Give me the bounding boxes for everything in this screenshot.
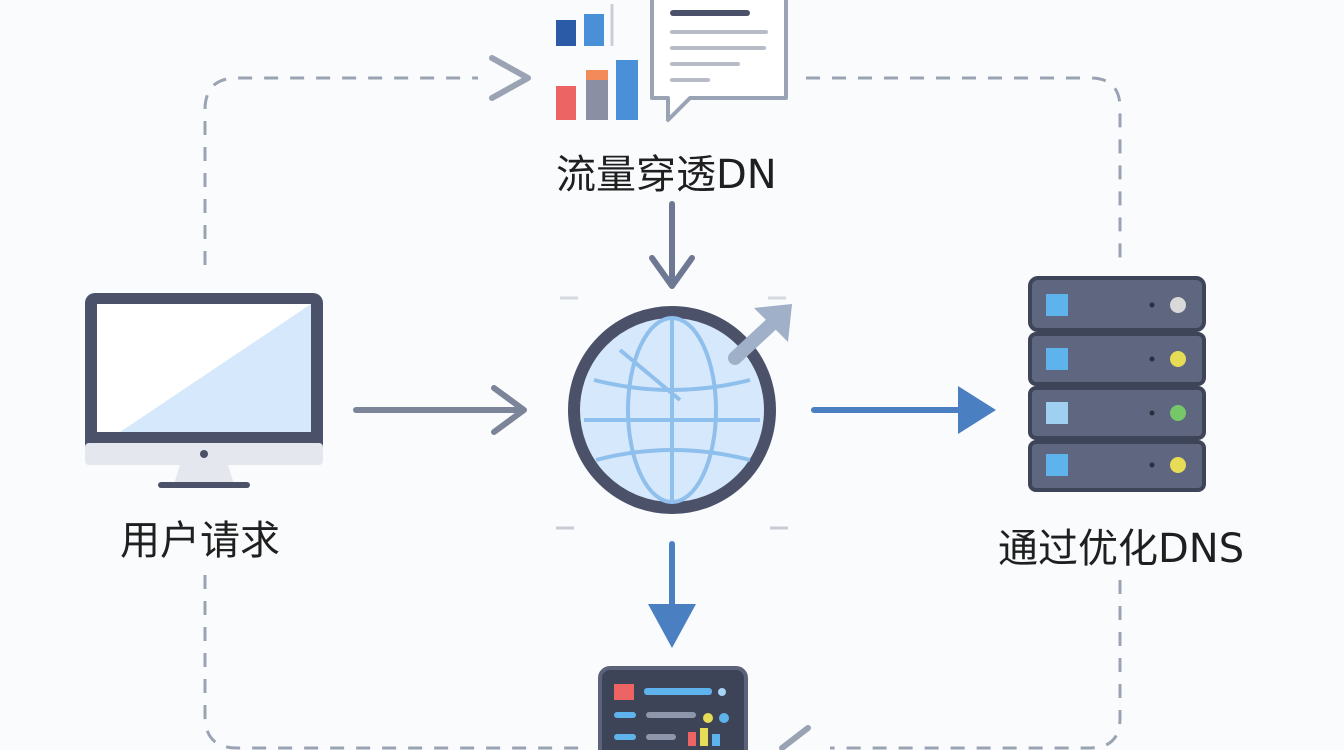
arrow-globe-to-dns-head xyxy=(958,386,996,434)
report-chart-icon xyxy=(556,0,788,122)
dashed-arrowhead-bottom xyxy=(779,725,811,750)
monitor-icon xyxy=(85,293,323,488)
arrow-top-to-globe xyxy=(649,201,695,289)
dashboard-icon xyxy=(598,666,748,750)
dashed-loop xyxy=(203,76,1122,750)
node-label-user-request: 用户请求 xyxy=(120,518,280,564)
arrow-globe-to-dashboard-head xyxy=(648,604,696,648)
arrow-request-to-globe xyxy=(353,385,527,435)
dashed-arrowhead-top xyxy=(489,55,531,101)
server-rack-icon xyxy=(1028,276,1206,492)
node-label-traffic-dn: 流量穿透DN xyxy=(556,152,777,198)
node-label-optimized-dns: 通过优化DNS xyxy=(998,526,1245,572)
globe-icon xyxy=(556,296,792,530)
